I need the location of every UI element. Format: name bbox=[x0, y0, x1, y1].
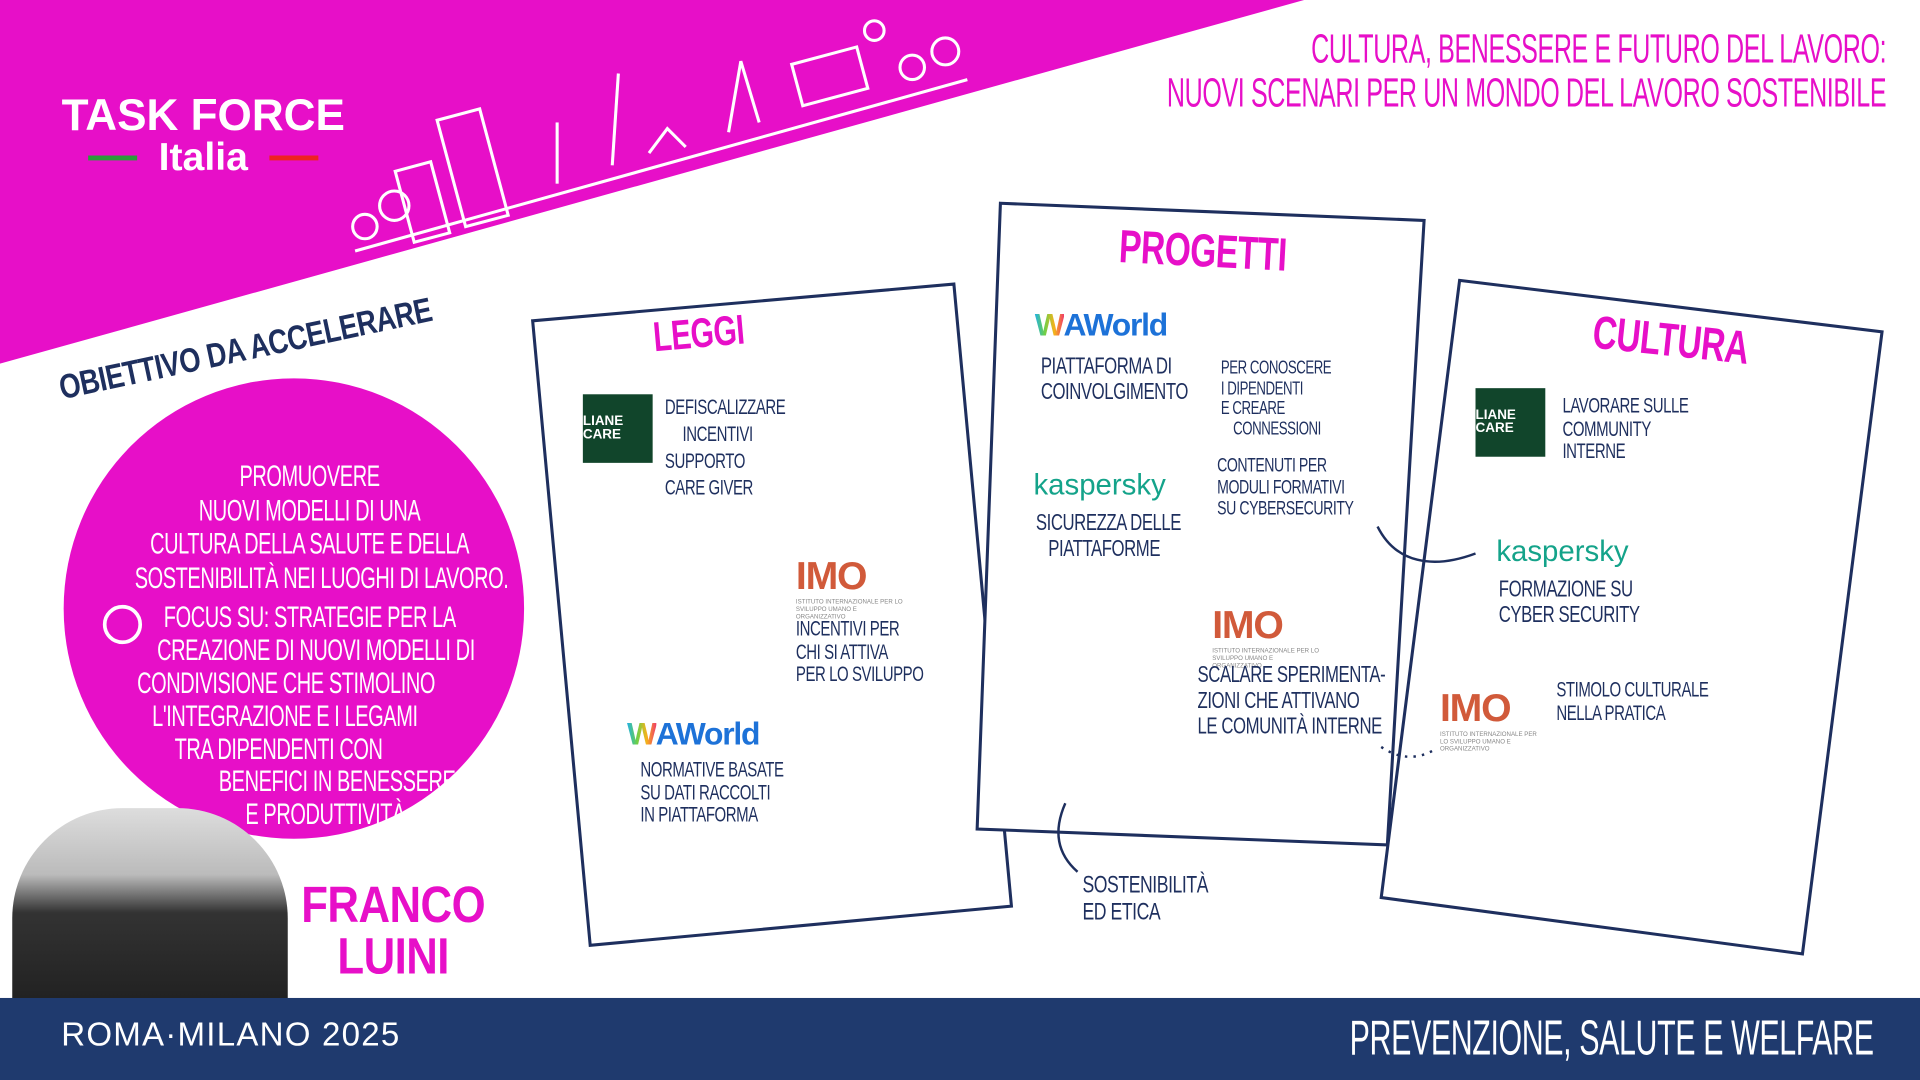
cultura-imo-notes: STIMOLO CULTURALEnella PRATICA bbox=[1556, 678, 1709, 726]
leggi-sheet bbox=[530, 282, 1014, 947]
text-line: ISTITUTO INTERNAZIONALE PER LO SVILUPPO … bbox=[795, 598, 903, 621]
footer-band bbox=[0, 997, 1920, 1080]
text-line: SOSTENIBILITÀ NEI LUOGHI DI LAVORO. bbox=[134, 561, 509, 595]
speaker-photo bbox=[12, 808, 288, 998]
text-line: SCALARE SPERIMENTA- bbox=[1197, 662, 1386, 689]
text-line: INCENTIVI bbox=[682, 422, 754, 446]
text-line: PROMUOVERE bbox=[239, 460, 380, 494]
text-line: PIATTAFORME bbox=[1048, 536, 1161, 562]
footer-theme: PREVENZIONE, SALUTE E WELFARE bbox=[1349, 1011, 1874, 1066]
text-line: INTERNE bbox=[1562, 440, 1626, 464]
kaspersky-logo: kaspersky bbox=[1496, 535, 1629, 569]
text-line: e PRODUTTIVITÀ bbox=[245, 798, 405, 832]
objective-circle bbox=[63, 378, 525, 839]
text-line: SOSTENIBILITÀ bbox=[1082, 871, 1209, 899]
text-line: ISTITUTO INTERNAZIONALE PER LO SVILUPPO … bbox=[1440, 731, 1537, 754]
footer-location: ROMA·MILANO 2025 bbox=[61, 1016, 401, 1054]
text-line: AWorld bbox=[1063, 306, 1169, 343]
text-line: TRA DIPENDENTI CON bbox=[174, 732, 383, 766]
text-line: COINVOLGIMENTO bbox=[1040, 379, 1189, 406]
text-line: ZIONI CHE ATTIVANO bbox=[1197, 688, 1360, 714]
text-line: CYBER SECURITY bbox=[1498, 602, 1640, 629]
text-line: CONTENUTI PER bbox=[1217, 455, 1327, 477]
magnifier-icon bbox=[102, 604, 143, 645]
text-line: CONNESSIONI bbox=[1233, 418, 1321, 439]
text-line: NUOVI SCENARI PER UN MONDO DEL LAVORO SO… bbox=[1166, 70, 1886, 116]
kaspersky-logo: kaspersky bbox=[1033, 468, 1166, 503]
connector-arrow bbox=[1376, 525, 1476, 563]
text-line: CREAZIONE di NUOVI MODELLI DI bbox=[157, 634, 475, 668]
brand-line-1: TASK FORCE bbox=[61, 89, 345, 140]
text-line: CULTURA, BENESSERE E FUTURO DEL LAVORO: bbox=[1310, 25, 1886, 72]
text-line: CHI SI ATTIVA bbox=[795, 640, 888, 664]
task-force-logo: TASK FORCE Italia bbox=[49, 89, 358, 179]
progetti-aworld-side: PER CONOSCEREi DIPENDENTIe CREARECONNESS… bbox=[1220, 357, 1332, 440]
text-line: CULTURA DELLA SALUTE E DELLA bbox=[150, 527, 470, 562]
text-line: NORMATIVE BASATE bbox=[640, 757, 784, 782]
text-line: CARE GIVER bbox=[664, 476, 753, 500]
text-line: LIANE CARE bbox=[1475, 407, 1516, 436]
aworld-logo: WAWorld bbox=[626, 715, 761, 752]
text-line: nella PRATICA bbox=[1556, 701, 1666, 725]
progetti-aworld-notes: PIATTAFORMA diCOINVOLGIMENTO bbox=[1040, 353, 1189, 406]
text-line: STIMOLO CULTURALE bbox=[1556, 678, 1709, 702]
text-line: IMO bbox=[1440, 685, 1512, 730]
text-line: SU DATI RACCOLTI bbox=[640, 780, 771, 805]
text-line: ISTITUTO INTERNAZIONALE PER LO SVILUPPO … bbox=[1212, 647, 1319, 670]
text-line: CONDIVISIONE CHE STIMOLINO bbox=[137, 667, 435, 701]
progetti-sheet bbox=[975, 201, 1426, 847]
text-line: LIANE CARE bbox=[582, 413, 624, 443]
text-line: LUINI bbox=[337, 926, 449, 985]
city-skyline-icon bbox=[351, 19, 968, 253]
text-line: i DIPENDENTI bbox=[1220, 377, 1304, 399]
text-line: PER LO SVILUPPO bbox=[795, 662, 924, 687]
text-line: DEFISCALIZZARE bbox=[664, 395, 786, 419]
text-line: su CYBERSECURITY bbox=[1217, 498, 1354, 520]
progetti-title: PROGETTI bbox=[1117, 221, 1288, 282]
text-line: SICUREZZA delle bbox=[1035, 510, 1182, 537]
text-line: BENEFICI IN BENESSERE bbox=[218, 765, 456, 799]
text-line: LAVORARE sulle bbox=[1562, 394, 1689, 418]
progetti-imo-notes: SCALARE SPERIMENTA-ZIONI CHE ATTIVANOle … bbox=[1197, 662, 1386, 741]
cultura-liane-notes: LAVORARE sulleCOMMUNITYINTERNE bbox=[1562, 394, 1689, 465]
text-line: NUOVI MODELLI DI UNA bbox=[198, 494, 421, 528]
text-line: MODULI FORMATIVI bbox=[1217, 477, 1345, 498]
text-line: COMMUNITY bbox=[1562, 417, 1651, 441]
text-line: FORMAZIONE SU bbox=[1498, 576, 1633, 603]
brand-line-2: Italia bbox=[158, 134, 248, 179]
liane-care-logo: LIANE CARE bbox=[1475, 388, 1546, 457]
text-line: PER CONOSCERE bbox=[1220, 357, 1332, 379]
text-line: INCENTIVI PER bbox=[795, 617, 900, 641]
progetti-kaspersky-notes: SICUREZZA dellePIATTAFORME bbox=[1035, 510, 1182, 563]
aworld-logo: WAWorld bbox=[1034, 306, 1169, 343]
text-line: le COMUNITÀ INTERNE bbox=[1197, 713, 1383, 740]
text-line: IMO bbox=[795, 553, 868, 598]
text-line: IMO bbox=[1212, 602, 1284, 647]
text-line: PIATTAFORMA di bbox=[1040, 353, 1172, 380]
text-line: in PIATTAFORMA bbox=[640, 803, 758, 827]
text-line: AWorld bbox=[655, 715, 761, 752]
leggi-liane-notes: DEFISCALIZZARE INCENTIVI SUPPORTO CARE GIVE… bbox=[664, 394, 786, 502]
pink-header-band bbox=[0, 0, 1305, 364]
liane-care-logo: LIANE CARE bbox=[582, 394, 653, 463]
text-line: L'INTEGRAZIONE E I LEGAMI bbox=[152, 699, 418, 734]
leggi-title: LEGGI bbox=[651, 306, 747, 362]
text-line: SUPPORTO bbox=[664, 449, 745, 473]
text-line: FRANCO bbox=[301, 875, 486, 934]
text-line: FOCUS SU: STRATEGIE PER LA bbox=[163, 601, 456, 635]
event-title: CULTURA, BENESSERE E FUTURO DEL LAVORO: … bbox=[1166, 25, 1886, 116]
text-line: ED ETICA bbox=[1082, 898, 1161, 926]
text-line: e CREARE bbox=[1220, 397, 1286, 419]
